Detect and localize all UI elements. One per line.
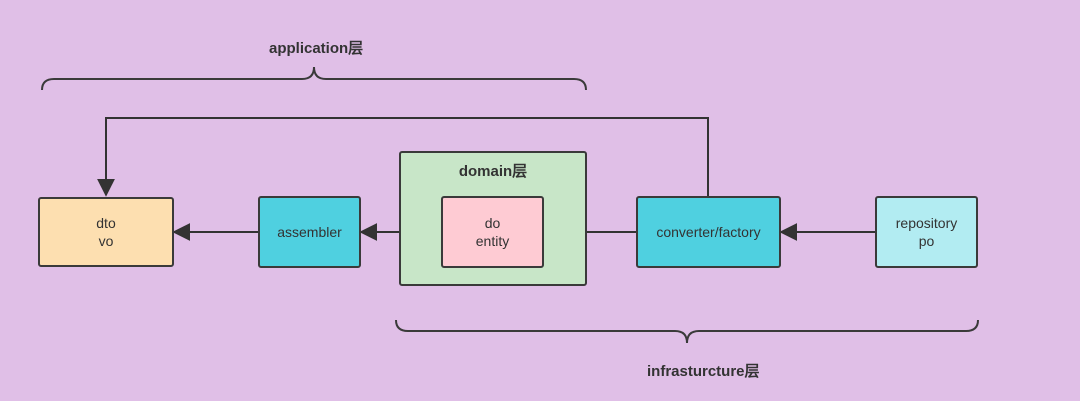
application-brace xyxy=(41,66,587,91)
repository-po-box: repository po xyxy=(875,196,978,268)
vo-label: vo xyxy=(98,233,114,249)
infrastructure-layer-label: infrasturcture层 xyxy=(647,363,760,380)
application-layer-label: application层 xyxy=(269,40,364,57)
dto-label: dto xyxy=(96,215,116,231)
assembler-label: assembler xyxy=(277,224,342,240)
dto-vo-box: dto vo xyxy=(38,197,174,267)
do-entity-box: do entity xyxy=(441,196,544,268)
domain-group-label: domain层 xyxy=(458,163,528,180)
edge-converter-dto xyxy=(97,117,709,197)
po-label: po xyxy=(918,233,935,249)
converter-factory-label: converter/factory xyxy=(656,224,761,240)
do-label: do xyxy=(484,215,501,231)
converter-factory-box: converter/factory xyxy=(636,196,781,268)
assembler-box: assembler xyxy=(258,196,361,268)
entity-label: entity xyxy=(475,233,510,249)
infrastructure-brace xyxy=(395,319,979,344)
repository-label: repository xyxy=(895,215,958,231)
